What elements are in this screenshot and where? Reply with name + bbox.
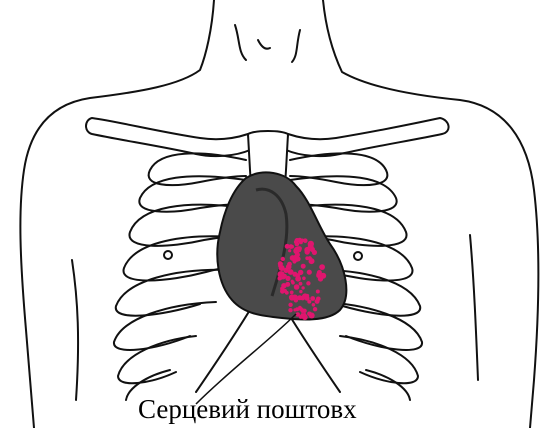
impulse-dot	[290, 291, 294, 295]
impulse-dot	[293, 248, 299, 254]
impulse-dot	[317, 270, 322, 275]
impulse-dot	[290, 245, 294, 249]
impulse-dot	[301, 264, 306, 269]
impulse-dot	[302, 313, 306, 317]
heart	[217, 172, 346, 319]
impulse-dot	[308, 256, 312, 260]
impulse-dot	[307, 300, 311, 304]
impulse-dot	[288, 249, 291, 252]
label-pointer-line	[196, 314, 296, 404]
neck-tendon-right	[292, 30, 300, 62]
impulse-dot	[312, 250, 317, 255]
impulse-dot	[294, 286, 297, 289]
impulse-dot	[295, 242, 300, 247]
impulse-dot	[307, 312, 312, 317]
right-nipple	[354, 252, 362, 260]
right-clavicle	[286, 118, 449, 156]
impulse-dot	[295, 256, 298, 259]
impulse-dot	[302, 309, 306, 313]
neck-tendon-left	[235, 25, 246, 60]
impulse-dot	[299, 290, 302, 293]
impulse-dot	[293, 272, 298, 277]
impulse-dot	[285, 282, 290, 287]
impulse-dot	[306, 281, 310, 285]
impulse-dot	[301, 286, 304, 289]
neck-left-outline	[20, 0, 214, 428]
impulse-dot	[313, 307, 317, 311]
impulse-dot	[288, 308, 292, 312]
impulse-dot	[281, 257, 285, 261]
throat-line	[258, 40, 270, 49]
neck-right-outline	[323, 0, 539, 428]
impulse-dot	[291, 280, 294, 283]
impulse-dot	[282, 274, 287, 279]
impulse-dot	[288, 303, 292, 307]
impulse-dot	[300, 296, 305, 301]
impulse-dot	[298, 270, 303, 275]
impulse-dot	[278, 264, 281, 267]
left-nipple	[164, 251, 172, 259]
impulse-dot	[287, 262, 292, 267]
impulse-dot	[299, 282, 303, 286]
impulse-dot	[292, 295, 298, 301]
impulse-dot	[304, 247, 310, 253]
impulse-dot	[295, 307, 299, 311]
impulse-dot	[285, 291, 289, 295]
impulse-dot	[301, 239, 305, 243]
impulse-dot	[316, 290, 320, 294]
costal-arch	[196, 300, 256, 392]
impulse-dot	[302, 277, 306, 281]
impulse-dot	[310, 296, 315, 301]
figure-label: Серцевий поштовх	[138, 394, 357, 424]
impulse-dot	[319, 264, 325, 270]
left-arm-line	[72, 260, 78, 400]
impulse-dot	[312, 303, 316, 307]
impulse-dot	[307, 270, 312, 275]
right-arm-line	[470, 235, 478, 380]
left-clavicle	[86, 118, 250, 156]
impulse-dot	[292, 259, 296, 263]
impulse-dot	[316, 297, 321, 302]
